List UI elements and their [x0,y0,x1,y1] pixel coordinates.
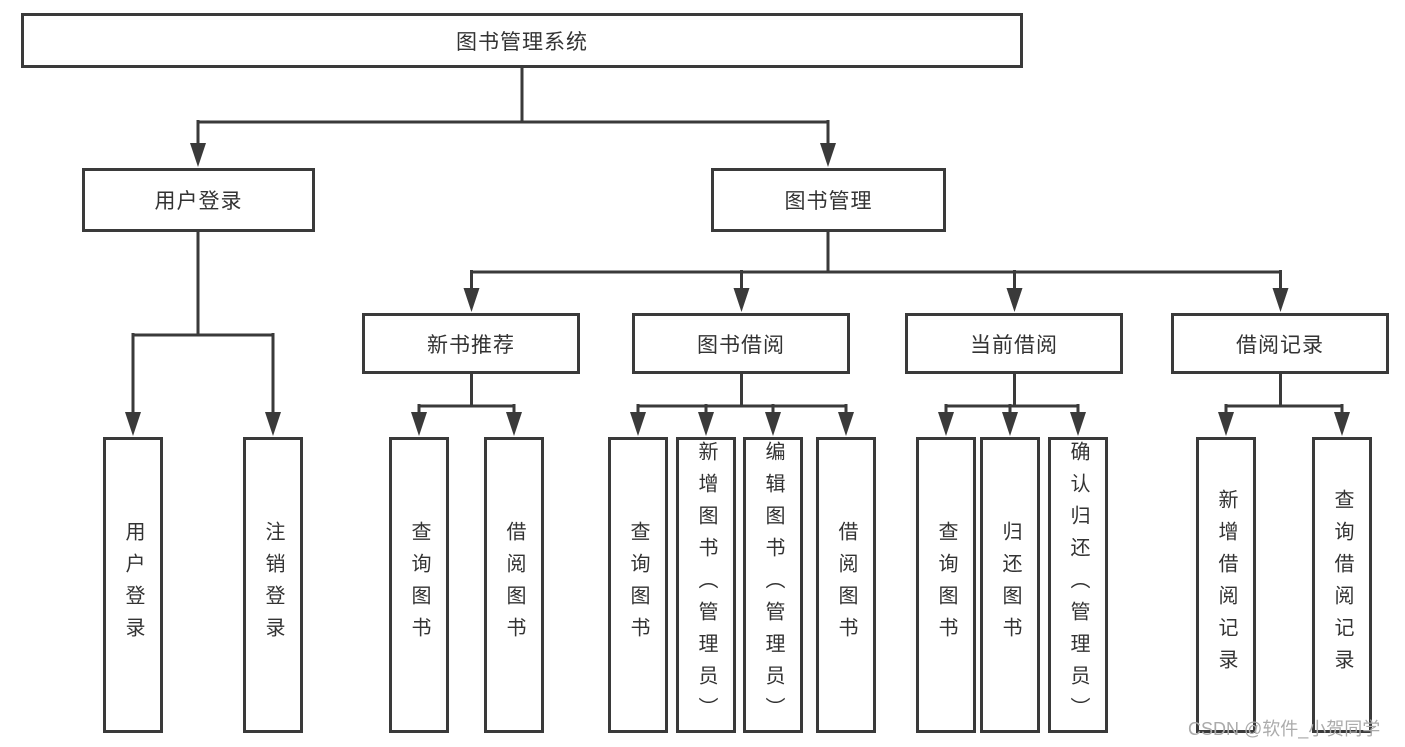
section-book-borrow: 图书借阅 [632,313,850,374]
leaf-label: 查询图书 [408,521,430,649]
leaf-label: 查询借阅记录 [1331,489,1353,681]
section-label: 当前借阅 [970,333,1058,357]
leaf-query-books-recommend: 查询图书 [389,437,449,733]
leaf-label: 查询图书 [935,521,957,649]
leaf-label: 借阅图书 [835,521,857,649]
leaf-label: 新增图书（管理员） [695,441,717,729]
section-new-book-recommend: 新书推荐 [362,313,580,374]
branch-user-login-label: 用户登录 [154,190,243,213]
leaf-label: 编辑图书（管理员） [762,441,784,729]
leaf-label: 确认归还（管理员） [1067,441,1089,729]
leaf-return-books: 归还图书 [980,437,1040,733]
leaf-query-borrow-record: 查询借阅记录 [1312,437,1372,733]
leaf-label: 查询图书 [627,521,649,649]
section-label: 图书借阅 [697,333,785,357]
leaf-edit-books-admin: 编辑图书（管理员） [743,437,803,733]
root-node: 图书管理系统 [21,13,1023,68]
section-borrow-records: 借阅记录 [1171,313,1389,374]
leaf-label: 归还图书 [999,521,1021,649]
leaf-borrow-books: 借阅图书 [816,437,876,733]
leaf-query-books-current: 查询图书 [916,437,976,733]
branch-book-management: 图书管理 [711,168,946,232]
leaf-logout: 注销登录 [243,437,303,733]
leaf-query-books-borrow: 查询图书 [608,437,668,733]
section-label: 新书推荐 [427,333,515,357]
section-label: 借阅记录 [1236,333,1324,357]
root-node-label: 图书管理系统 [456,30,588,54]
section-current-borrow: 当前借阅 [905,313,1123,374]
leaf-label: 借阅图书 [503,521,525,649]
leaf-label: 注销登录 [262,521,284,649]
leaf-label: 用户登录 [122,521,144,649]
csdn-watermark: CSDN @软件_小贺同学 [1188,719,1381,739]
leaf-add-books-admin: 新增图书（管理员） [676,437,736,733]
leaf-user-login: 用户登录 [103,437,163,733]
arrowheads [125,143,1350,436]
branch-user-login: 用户登录 [82,168,315,232]
branch-book-management-label: 图书管理 [784,190,873,213]
leaf-add-borrow-record: 新增借阅记录 [1196,437,1256,733]
leaf-label: 新增借阅记录 [1215,489,1237,681]
leaf-confirm-return-admin: 确认归还（管理员） [1048,437,1108,733]
leaf-borrow-books-recommend: 借阅图书 [484,437,544,733]
